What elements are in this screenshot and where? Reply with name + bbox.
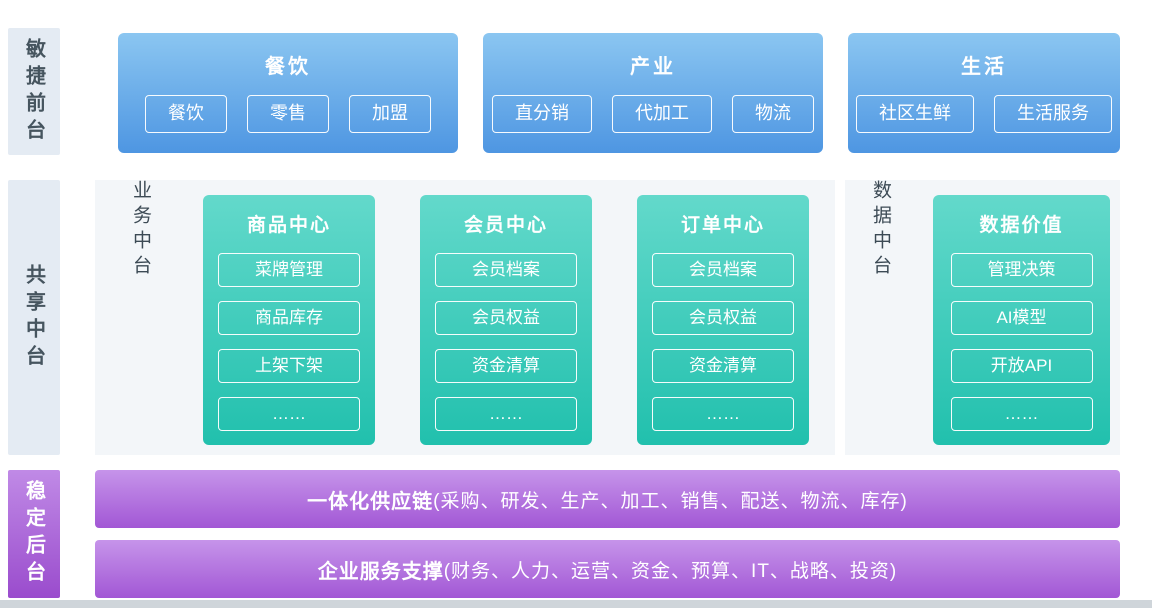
center-item: …… bbox=[435, 397, 577, 431]
center-title: 会员中心 bbox=[463, 215, 548, 236]
center-item: 会员权益 bbox=[435, 301, 577, 335]
center-title: 数据价值 bbox=[979, 215, 1064, 236]
front-item: 直分销 bbox=[492, 95, 592, 133]
center-card: 订单中心会员档案会员权益资金清算 …… bbox=[637, 195, 809, 445]
front-card: 餐饮餐饮零售加盟 bbox=[118, 33, 458, 153]
front-item: 生活服务 bbox=[994, 95, 1112, 133]
data-middle-panel: 数据中台 数据价值管理决策 AI模型开放API …… bbox=[845, 180, 1120, 455]
center-item: 会员档案 bbox=[652, 253, 794, 287]
center-item: AI模型 bbox=[950, 301, 1093, 335]
front-items: 社区生鲜生活服务 bbox=[856, 95, 1112, 133]
center-item: 菜牌管理 bbox=[218, 253, 360, 287]
center-item: 资金清算 bbox=[435, 349, 577, 383]
back-stage-label: 稳定后台 bbox=[8, 470, 60, 598]
front-item: 零售 bbox=[247, 95, 329, 133]
center-item: 资金清算 bbox=[652, 349, 794, 383]
enterprise-services-bar: 企业服务支撑(财务、人力、运营、资金、预算、IT、战略、投资) bbox=[95, 540, 1120, 598]
front-card-title: 产业 bbox=[630, 56, 676, 78]
front-item: 代加工 bbox=[612, 95, 712, 133]
front-items: 直分销代加工物流 bbox=[492, 95, 814, 133]
center-title: 商品中心 bbox=[246, 215, 331, 236]
center-item: …… bbox=[218, 397, 360, 431]
center-card: 商品中心菜牌管理商品库存上架下架 …… bbox=[203, 195, 375, 445]
center-title: 订单中心 bbox=[680, 215, 765, 236]
business-middle-panel: 业务中台 商品中心菜牌管理商品库存上架下架 …… 会员中心会员档案会员权益资金清算 …… bbox=[95, 180, 835, 455]
center-item: 管理决策 bbox=[950, 253, 1093, 287]
supply-chain-title: 一体化供应链 bbox=[307, 490, 434, 513]
center-item: 会员档案 bbox=[435, 253, 577, 287]
front-card: 生活社区生鲜生活服务 bbox=[848, 33, 1120, 153]
center-card: 数据价值管理决策 AI模型开放API …… bbox=[933, 195, 1110, 445]
front-groups: 餐饮餐饮零售加盟产业直分销代加工物流生活社区生鲜生活服务 bbox=[118, 33, 1120, 153]
supply-chain-bar: 一体化供应链(采购、研发、生产、加工、销售、配送、物流、库存) bbox=[95, 470, 1120, 528]
center-item: 上架下架 bbox=[218, 349, 360, 383]
center-item: 开放API bbox=[950, 349, 1093, 383]
front-items: 餐饮零售加盟 bbox=[145, 95, 431, 133]
center-item: …… bbox=[950, 397, 1093, 431]
enterprise-services-detail: (财务、人力、运营、资金、预算、IT、战略、投资) bbox=[443, 560, 898, 582]
front-item: 物流 bbox=[732, 95, 814, 133]
enterprise-services-title: 企业服务支撑 bbox=[317, 560, 444, 583]
front-card-title: 生活 bbox=[961, 56, 1007, 78]
center-card: 会员中心会员档案会员权益资金清算 …… bbox=[420, 195, 592, 445]
center-item: 商品库存 bbox=[218, 301, 360, 335]
center-item: …… bbox=[652, 397, 794, 431]
supply-chain-detail: (采购、研发、生产、加工、销售、配送、物流、库存) bbox=[433, 490, 908, 512]
front-item: 加盟 bbox=[349, 95, 431, 133]
business-centers: 商品中心菜牌管理商品库存上架下架……会员中心会员档案会员权益资金清算……订单中心… bbox=[203, 195, 809, 445]
front-card-title: 餐饮 bbox=[265, 56, 311, 78]
front-stage-label: 敏捷前台 bbox=[8, 28, 60, 155]
business-panel-label: 业务中台 bbox=[130, 180, 151, 280]
bottom-strip bbox=[0, 600, 1152, 608]
middle-stage-label: 共享中台 bbox=[8, 180, 60, 455]
front-item: 餐饮 bbox=[145, 95, 227, 133]
data-centers: 数据价值管理决策 AI模型开放API …… bbox=[933, 195, 1110, 445]
center-item: 会员权益 bbox=[652, 301, 794, 335]
front-card: 产业直分销代加工物流 bbox=[483, 33, 823, 153]
data-panel-label: 数据中台 bbox=[870, 180, 891, 280]
front-item: 社区生鲜 bbox=[856, 95, 974, 133]
